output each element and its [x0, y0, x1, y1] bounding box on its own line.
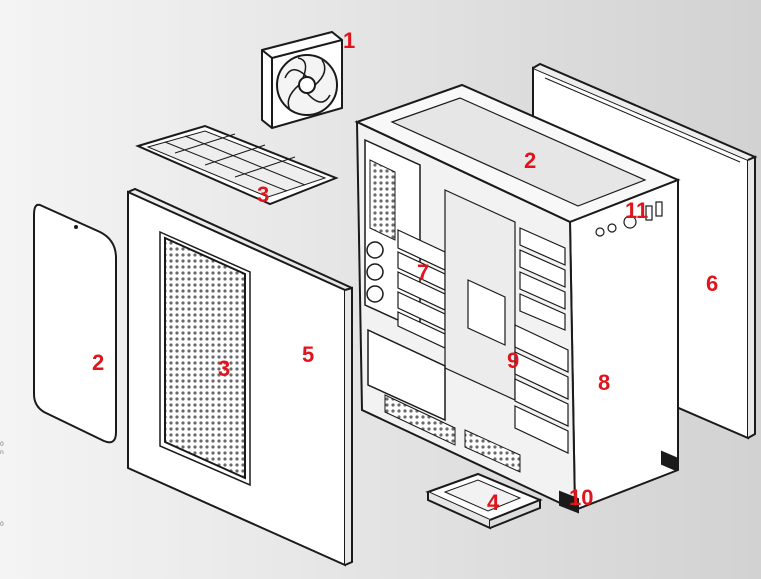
callout-right-side-panel: 6 [706, 271, 719, 296]
left-side-panel-part [127, 187, 353, 567]
callout-left-side-panel: 5 [302, 342, 315, 367]
callout-drive-cage: 9 [507, 348, 520, 373]
callout-side-cover-small: 2 [92, 350, 105, 375]
margin-mark: n [0, 449, 4, 456]
chassis-part [354, 83, 681, 514]
callout-feet: 10 [569, 485, 594, 510]
callout-expansion-slots: 7 [417, 260, 430, 285]
callout-front-io: 11 [625, 198, 649, 223]
top-dust-filter-part [135, 124, 339, 206]
margin-mark: 0 [0, 441, 4, 448]
callout-top-cover: 2 [524, 148, 537, 173]
drive-tray-part [425, 472, 543, 530]
callout-fan: 1 [343, 28, 356, 53]
side-cover-small-part [33, 203, 117, 444]
fan-part [261, 30, 343, 130]
callout-top-dust-filter: 3 [257, 182, 270, 207]
callout-side-dust-filter: 3 [218, 356, 231, 381]
margin-mark: 0 [0, 521, 4, 528]
callout-drive-tray: 4 [487, 490, 500, 515]
callout-front-panel: 8 [598, 370, 611, 395]
